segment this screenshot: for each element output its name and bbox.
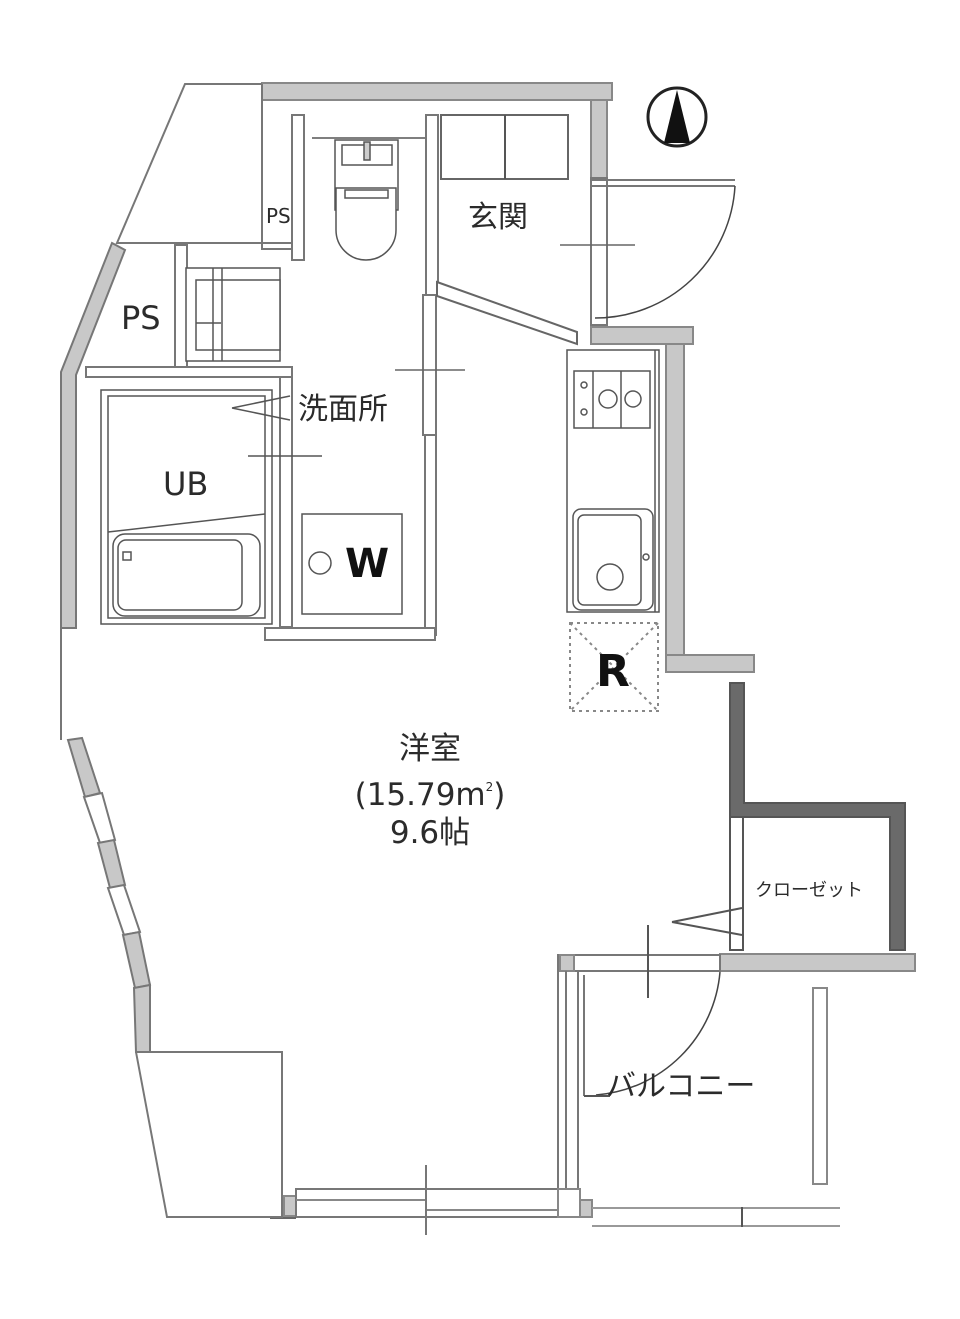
senmenjo-label: 洗面所 — [298, 392, 388, 427]
closet-label: クローゼット — [755, 880, 863, 901]
wall-top — [261, 82, 613, 101]
ps-upper-label: PS — [266, 204, 291, 228]
genkan-label: 玄関 — [468, 200, 528, 235]
unit-bath-label: UB — [163, 465, 209, 503]
western-room-label: 洋室 (15.79m2) 9.6帖 — [340, 730, 520, 852]
refrigerator-label: R — [596, 646, 630, 697]
wall-genkan-right-lower — [590, 177, 608, 326]
western-room-tatami: 9.6帖 — [389, 815, 471, 851]
outline-upper-left — [115, 83, 263, 244]
ps-lower-label: PS — [121, 299, 161, 337]
kitchen-counter — [566, 349, 660, 613]
wall-balcony-top — [719, 953, 916, 972]
wall-kitchen-right — [665, 343, 685, 657]
wall-closet-dark — [729, 682, 906, 951]
balcony-label: バルコニー — [606, 1069, 756, 1104]
entrance-door-arc — [594, 185, 736, 319]
wall-genkan-bottom — [590, 326, 694, 345]
refrigerator-icon — [569, 622, 659, 712]
balcony-door-arc — [595, 971, 721, 1096]
stove-burner-icon — [598, 389, 618, 409]
wall-genkan-right — [590, 99, 608, 179]
north-arrow-icon — [646, 86, 708, 148]
western-room-name: 洋室 — [399, 731, 461, 767]
toilet-icon — [312, 137, 425, 261]
unit-bath-icon — [100, 389, 273, 625]
washer-label: W — [345, 541, 390, 587]
western-room-area: (15.79m2) — [354, 777, 506, 813]
washing-machine-icon — [301, 513, 403, 615]
wall-left-diagonal — [60, 241, 127, 629]
wall-kitchen-bottom — [665, 654, 755, 673]
